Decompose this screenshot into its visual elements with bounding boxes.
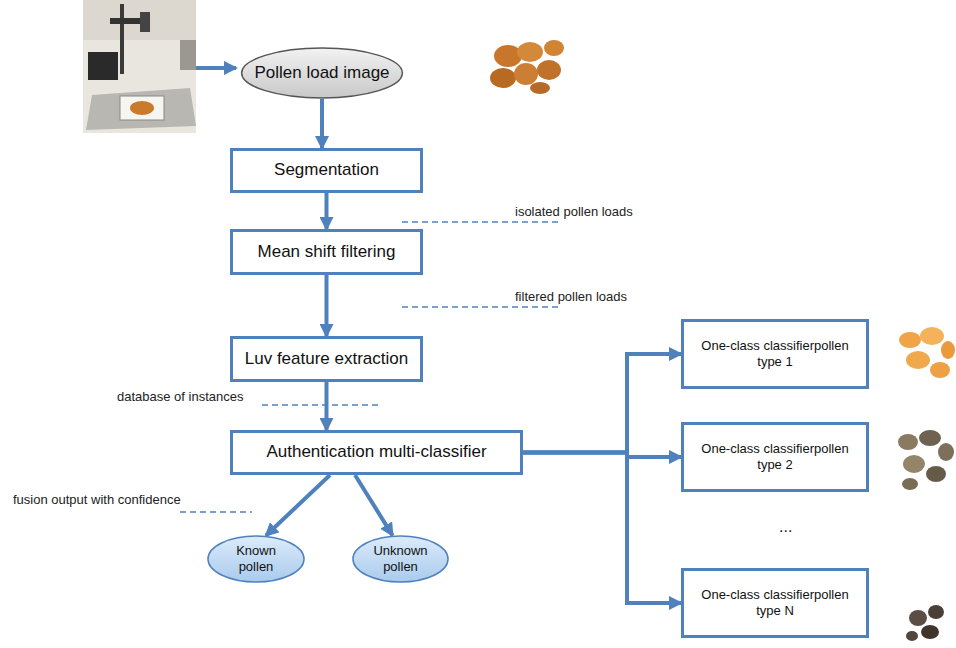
process-box: Segmentation [230, 148, 423, 193]
pollen-picture-type1 [899, 327, 955, 378]
annotation-label: database of instances [116, 389, 244, 404]
node-text: One-class classifierpollen type 2 [692, 441, 858, 472]
flow-arrow [325, 382, 329, 430]
flow-arrow [523, 453, 681, 604]
flow-arrow [325, 275, 329, 336]
node-text: Mean shift filtering [258, 242, 396, 262]
lab-photo [83, 0, 196, 133]
node-text: Known pollen [221, 543, 291, 574]
annotation-label: filtered pollen loads [514, 289, 628, 304]
leader-line [402, 306, 560, 307]
result-ellipse: Unknown pollen [352, 535, 449, 583]
flow-arrow [523, 354, 681, 453]
leader-line [262, 404, 382, 405]
result-ellipse: Known pollen [207, 535, 305, 583]
process-box: Authentication multi-classifier [230, 430, 523, 475]
node-text: Pollen load image [254, 63, 389, 83]
node-text: Authentication multi-classifier [266, 442, 486, 462]
process-box: Mean shift filtering [230, 229, 423, 275]
photo-arrow [196, 66, 236, 70]
leader-line [402, 221, 560, 222]
classifier-box: One-class classifierpollen type N [681, 568, 869, 638]
flow-arrow [325, 193, 329, 229]
start-ellipse: Pollen load image [240, 47, 404, 99]
node-text: Segmentation [274, 160, 379, 180]
pollen-picture-type2 [898, 430, 954, 490]
flow-arrow [266, 475, 330, 536]
classifier-box: One-class classifierpollen type 1 [681, 319, 869, 389]
pollen-picture-main [490, 40, 564, 94]
node-text: One-class classifierpollen type N [692, 587, 858, 618]
annotation-label: ... [778, 518, 793, 536]
classifier-box: One-class classifierpollen type 2 [681, 422, 869, 492]
leader-line [180, 511, 252, 512]
annotation-label: fusion output with confidence [12, 492, 182, 507]
node-text: One-class classifierpollen type 1 [692, 338, 858, 369]
annotation-label: isolated pollen loads [514, 204, 634, 219]
node-text: Unknown pollen [366, 543, 435, 574]
flow-arrow [355, 475, 393, 535]
pollen-picture-typeN [906, 605, 944, 641]
flow-arrow [320, 99, 324, 148]
process-box: Luv feature extraction [230, 336, 423, 382]
node-text: Luv feature extraction [245, 349, 408, 369]
